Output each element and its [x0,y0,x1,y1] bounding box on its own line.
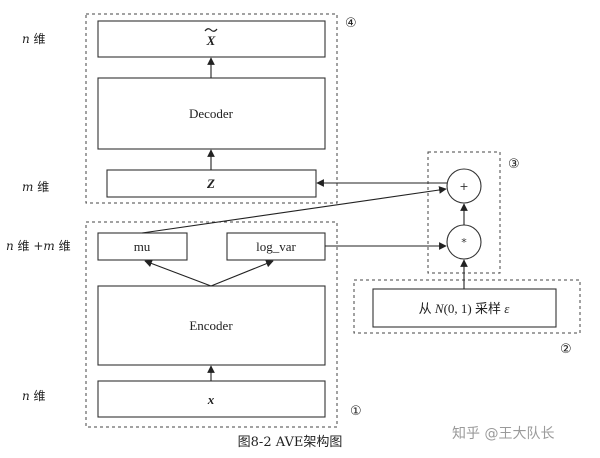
x-hat-label: X [206,33,216,48]
marker-2: ② [560,342,572,357]
marker-3: ③ [508,157,520,172]
log-var-box [226,232,326,261]
side-label-m-latent: m 维 [22,180,49,194]
x-hat-box [97,20,326,58]
sampling-region [353,279,581,334]
side-label-n-output: n 维 [22,32,46,46]
x-hat-tilde [204,28,218,32]
x-input-box [97,380,326,418]
z-label: Z [206,176,215,191]
watermark: 知乎 @王大队长 [452,425,554,442]
decoder-label: Decoder [189,106,234,121]
arrow-encoder-to-logvar [210,260,274,287]
encoder-label: Encoder [189,318,233,333]
arrow-encoder-to-mu [144,259,212,287]
side-label-n-input: n 维 [22,389,46,403]
decoder-box [97,77,326,150]
plus-node [446,168,482,204]
sample-box [372,288,557,328]
plus-symbol: + [459,180,468,193]
figure-caption: 图8-2 AVE架构图 [238,435,343,450]
marker-1: ① [350,404,362,419]
log-var-label: log_var [256,239,296,254]
mu-label: mu [134,239,151,254]
multiply-symbol: * [461,236,467,249]
z-box [106,169,317,198]
arrow-mu-to-plus [141,186,447,234]
side-label-n-plus-m: n 维 +m 维 [6,239,71,253]
sample-label: 从 N(0, 1) 采样 ε [419,301,511,316]
x-input-label: x [207,392,215,407]
decoder-region [85,13,338,204]
marker-4: ④ [345,16,357,31]
